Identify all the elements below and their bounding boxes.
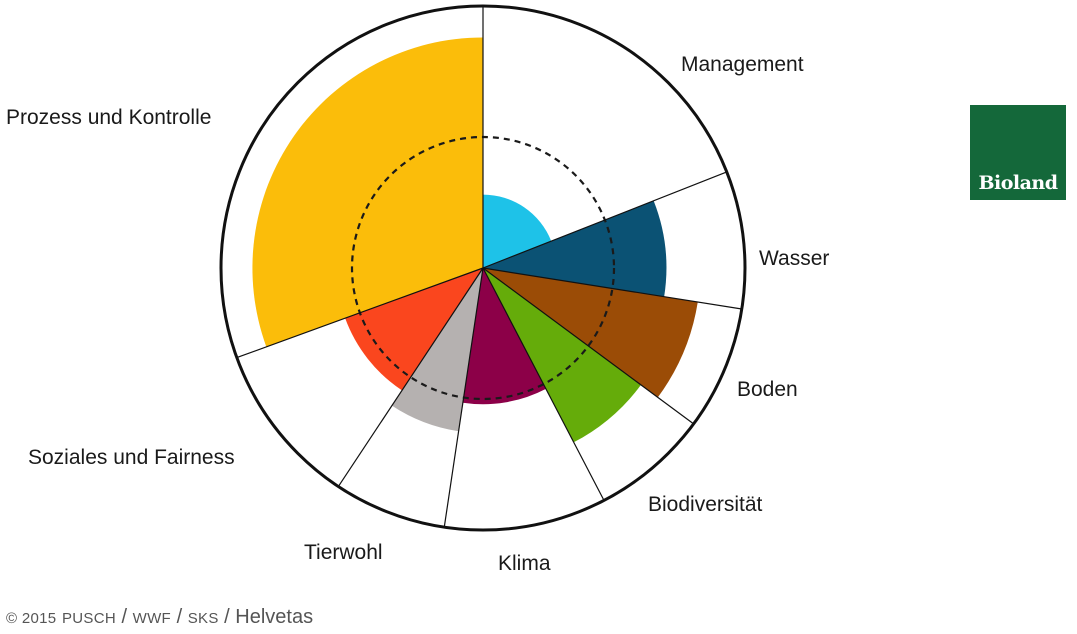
outer-circle (219, 4, 747, 532)
separator: / (218, 606, 236, 628)
label-biodiversitaet: Biodiversität (648, 493, 763, 516)
credit-pusch: PUSCH (61, 610, 116, 627)
label-klima: Klima (498, 552, 551, 575)
wedge-klima (462, 268, 546, 405)
sector-divider (482, 267, 694, 425)
separator: / (171, 606, 188, 628)
sector-divider (482, 267, 605, 501)
credit-helvetas: Helvetas (235, 606, 314, 628)
wedge-biodiversitaet (483, 268, 641, 443)
sector-divider (236, 267, 484, 359)
label-tierwohl: Tierwohl (304, 541, 383, 564)
separator: / (115, 606, 133, 628)
credit-sks: SKS (187, 610, 219, 627)
sector-divider (482, 171, 727, 269)
wedge-prozess-und-kontrolle (252, 37, 483, 347)
sector-divider (337, 267, 484, 487)
wedge-tierwohl (391, 268, 483, 432)
copyright-footer: © 2015 PUSCH / WWF / SKS / Helvetas (6, 607, 313, 627)
label-wasser: Wasser (759, 247, 830, 270)
wedge-management (483, 194, 552, 268)
sector-divider (443, 267, 484, 528)
label-soziales-und-fairness: Soziales und Fairness (28, 446, 235, 469)
label-prozess-und-kontrolle: Prozess und Kontrolle (6, 106, 212, 129)
label-management: Management (681, 53, 804, 76)
wedge-boden (483, 268, 698, 398)
wedge-soziales-und-fairness (345, 268, 483, 391)
sector-divider (482, 267, 742, 310)
credit-wwf: WWF (132, 610, 172, 627)
copyright-year: © 2015 (6, 610, 57, 627)
label-boden: Boden (737, 378, 798, 401)
wedge-wasser (483, 200, 667, 297)
bioland-logo: Bioland (970, 105, 1066, 200)
bioland-logo-text: Bioland (978, 172, 1058, 194)
